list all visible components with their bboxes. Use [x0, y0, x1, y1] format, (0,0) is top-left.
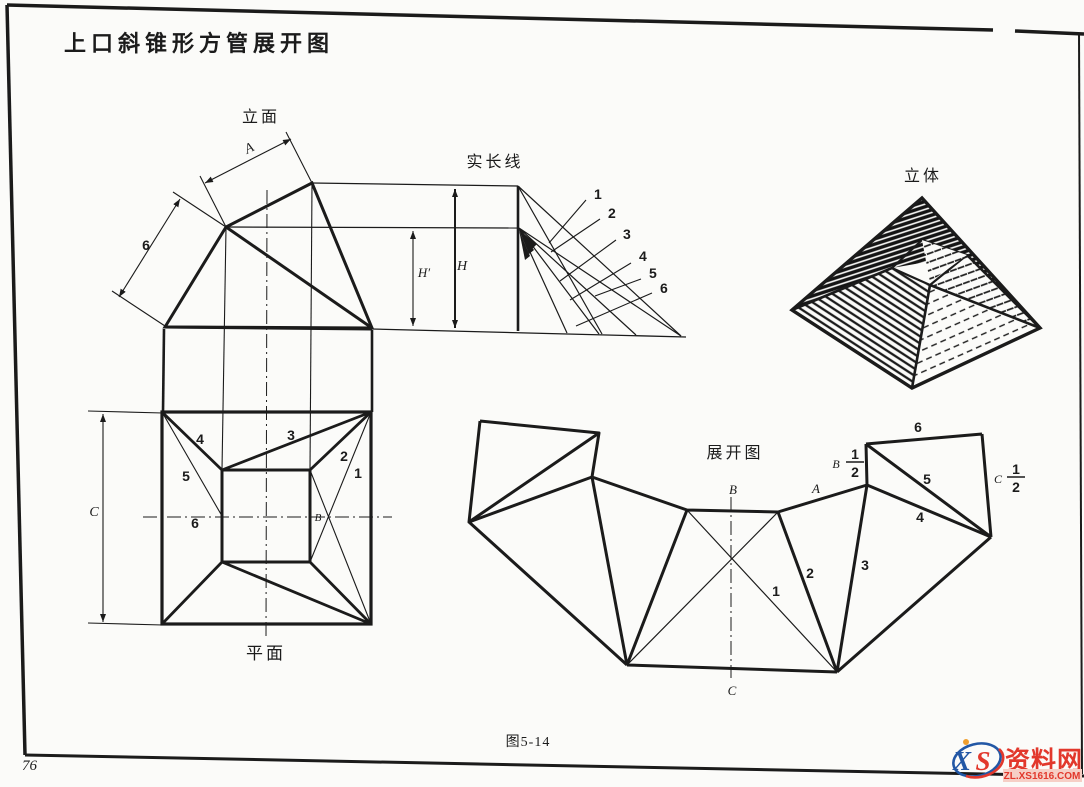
b-half-numerator: 1	[851, 446, 859, 462]
dim-6-extension-lines	[111, 191, 227, 327]
dim-c-label: C	[89, 505, 99, 520]
true-length-number-6: 6	[660, 280, 668, 296]
b-half-letter: B	[832, 457, 840, 471]
front-view-label: 立面	[242, 108, 280, 126]
true-length-number-1: 1	[594, 186, 602, 202]
solid-fold-edges	[791, 254, 1041, 389]
fan-arrowhead-3	[519, 230, 530, 260]
solid-left-face-hatch	[792, 268, 930, 388]
projection-apex-thin	[221, 227, 227, 471]
development-number-1: 1	[772, 583, 780, 599]
page-frame	[5, 3, 1084, 778]
plan-view-label: 平面	[246, 644, 286, 663]
development-edge-b-half-label: B 1 2	[832, 446, 864, 480]
solid-opening-inner-hatch	[922, 240, 967, 282]
plan-number-1: 1	[354, 465, 362, 481]
development-number-4: 4	[916, 509, 924, 525]
development-point-c: C	[728, 683, 737, 698]
ground-line-bold	[164, 325, 373, 331]
true-length-diagram: 实长线 H′ H 1 2 3 4 5 6	[164, 153, 687, 338]
dim-h-label: H	[456, 259, 468, 274]
page-number: 76	[22, 758, 38, 774]
c-half-numerator: 1	[1012, 461, 1020, 477]
development-number-2: 2	[806, 565, 814, 581]
watermark-logo-ellipse	[952, 742, 1002, 778]
watermark-logo-swoosh	[965, 748, 1005, 779]
c-half-letter: C	[994, 472, 1003, 486]
development-number-5: 5	[923, 471, 931, 487]
fan-arrowhead-2	[519, 230, 534, 254]
dim-6-line	[118, 198, 181, 298]
watermark-logo-s: S	[975, 746, 990, 776]
true-length-number-5: 5	[649, 265, 657, 281]
plan-number-6: 6	[191, 515, 199, 531]
true-length-number-2: 2	[608, 205, 616, 221]
plan-thin-lines	[161, 411, 372, 625]
development-view: 展开图 B C A 1 2 3 4 5 6 B 1 2 C 1 2	[467, 419, 1025, 698]
development-number-6: 6	[914, 419, 922, 435]
page-title: 上口斜锥形方管展开图	[64, 31, 334, 56]
b-half-denominator: 2	[851, 464, 859, 480]
top-construction-line	[311, 182, 519, 187]
dim-c-extension-lines	[87, 410, 164, 626]
watermark-site-url: ZL.XS1616.COM	[1004, 771, 1081, 782]
frame-top-right-segment	[1014, 29, 1084, 36]
true-length-label: 实长线	[466, 153, 523, 171]
dim-6-label: 6	[142, 237, 150, 253]
fan-lines-top-apex	[517, 185, 682, 337]
development-point-a: A	[811, 481, 820, 496]
plan-point-b-label: B	[315, 512, 322, 524]
c-half-denominator: 2	[1012, 479, 1020, 495]
projection-left-bold	[161, 328, 166, 413]
plan-view: C 4 3 2 1 5 6 B 平面	[87, 410, 392, 663]
development-number-3: 3	[861, 557, 869, 573]
fan-arrowheads	[519, 230, 537, 260]
development-label: 展开图	[706, 445, 763, 462]
true-length-number-3: 3	[623, 226, 631, 242]
watermark-logo-dot-icon	[963, 739, 969, 745]
frame-bottom	[24, 753, 1084, 778]
true-length-number-4: 4	[639, 248, 647, 264]
frame-left	[5, 4, 27, 756]
plan-number-3: 3	[287, 427, 295, 443]
fan-lines-lower-apex	[518, 227, 682, 337]
frame-right	[1078, 32, 1083, 775]
solid-right-face-upper-hatch	[930, 255, 1040, 328]
plan-outer-square	[160, 410, 373, 626]
solid-right-face-lower-hatch	[912, 285, 1040, 388]
development-point-b: B	[729, 482, 737, 497]
watermark-url-band	[1003, 769, 1082, 782]
development-bold-edges	[467, 419, 993, 674]
leader-lines	[548, 199, 653, 327]
dim-a-label: A	[241, 140, 257, 158]
development-thin-diagonals	[626, 509, 838, 673]
front-view: 立面 A 6	[111, 108, 375, 638]
development-edge-c-half-label: C 1 2	[994, 461, 1025, 495]
front-view-diagonal	[225, 225, 373, 330]
frame-top-left-segment	[6, 3, 994, 32]
plan-number-5: 5	[182, 468, 190, 484]
watermark-logo-x: X	[952, 746, 972, 776]
solid-view-label: 立体	[904, 167, 942, 185]
fan-arrowhead-1	[519, 230, 537, 249]
plan-number-2: 2	[340, 448, 348, 464]
solid-top-shaded-region	[792, 198, 1040, 328]
dim-a-line	[204, 138, 292, 184]
watermark: X S 资料网 ZL.XS1616.COM	[952, 739, 1082, 782]
plan-number-4: 4	[196, 431, 204, 447]
dim-h-prime-label: H′	[417, 265, 430, 280]
plan-fold-lines-bold	[160, 410, 372, 626]
solid-view: 立体	[789, 167, 1043, 390]
mid-construction-line	[225, 226, 520, 229]
figure-caption: 图5-14	[506, 735, 551, 750]
ground-line-thin	[371, 328, 687, 338]
